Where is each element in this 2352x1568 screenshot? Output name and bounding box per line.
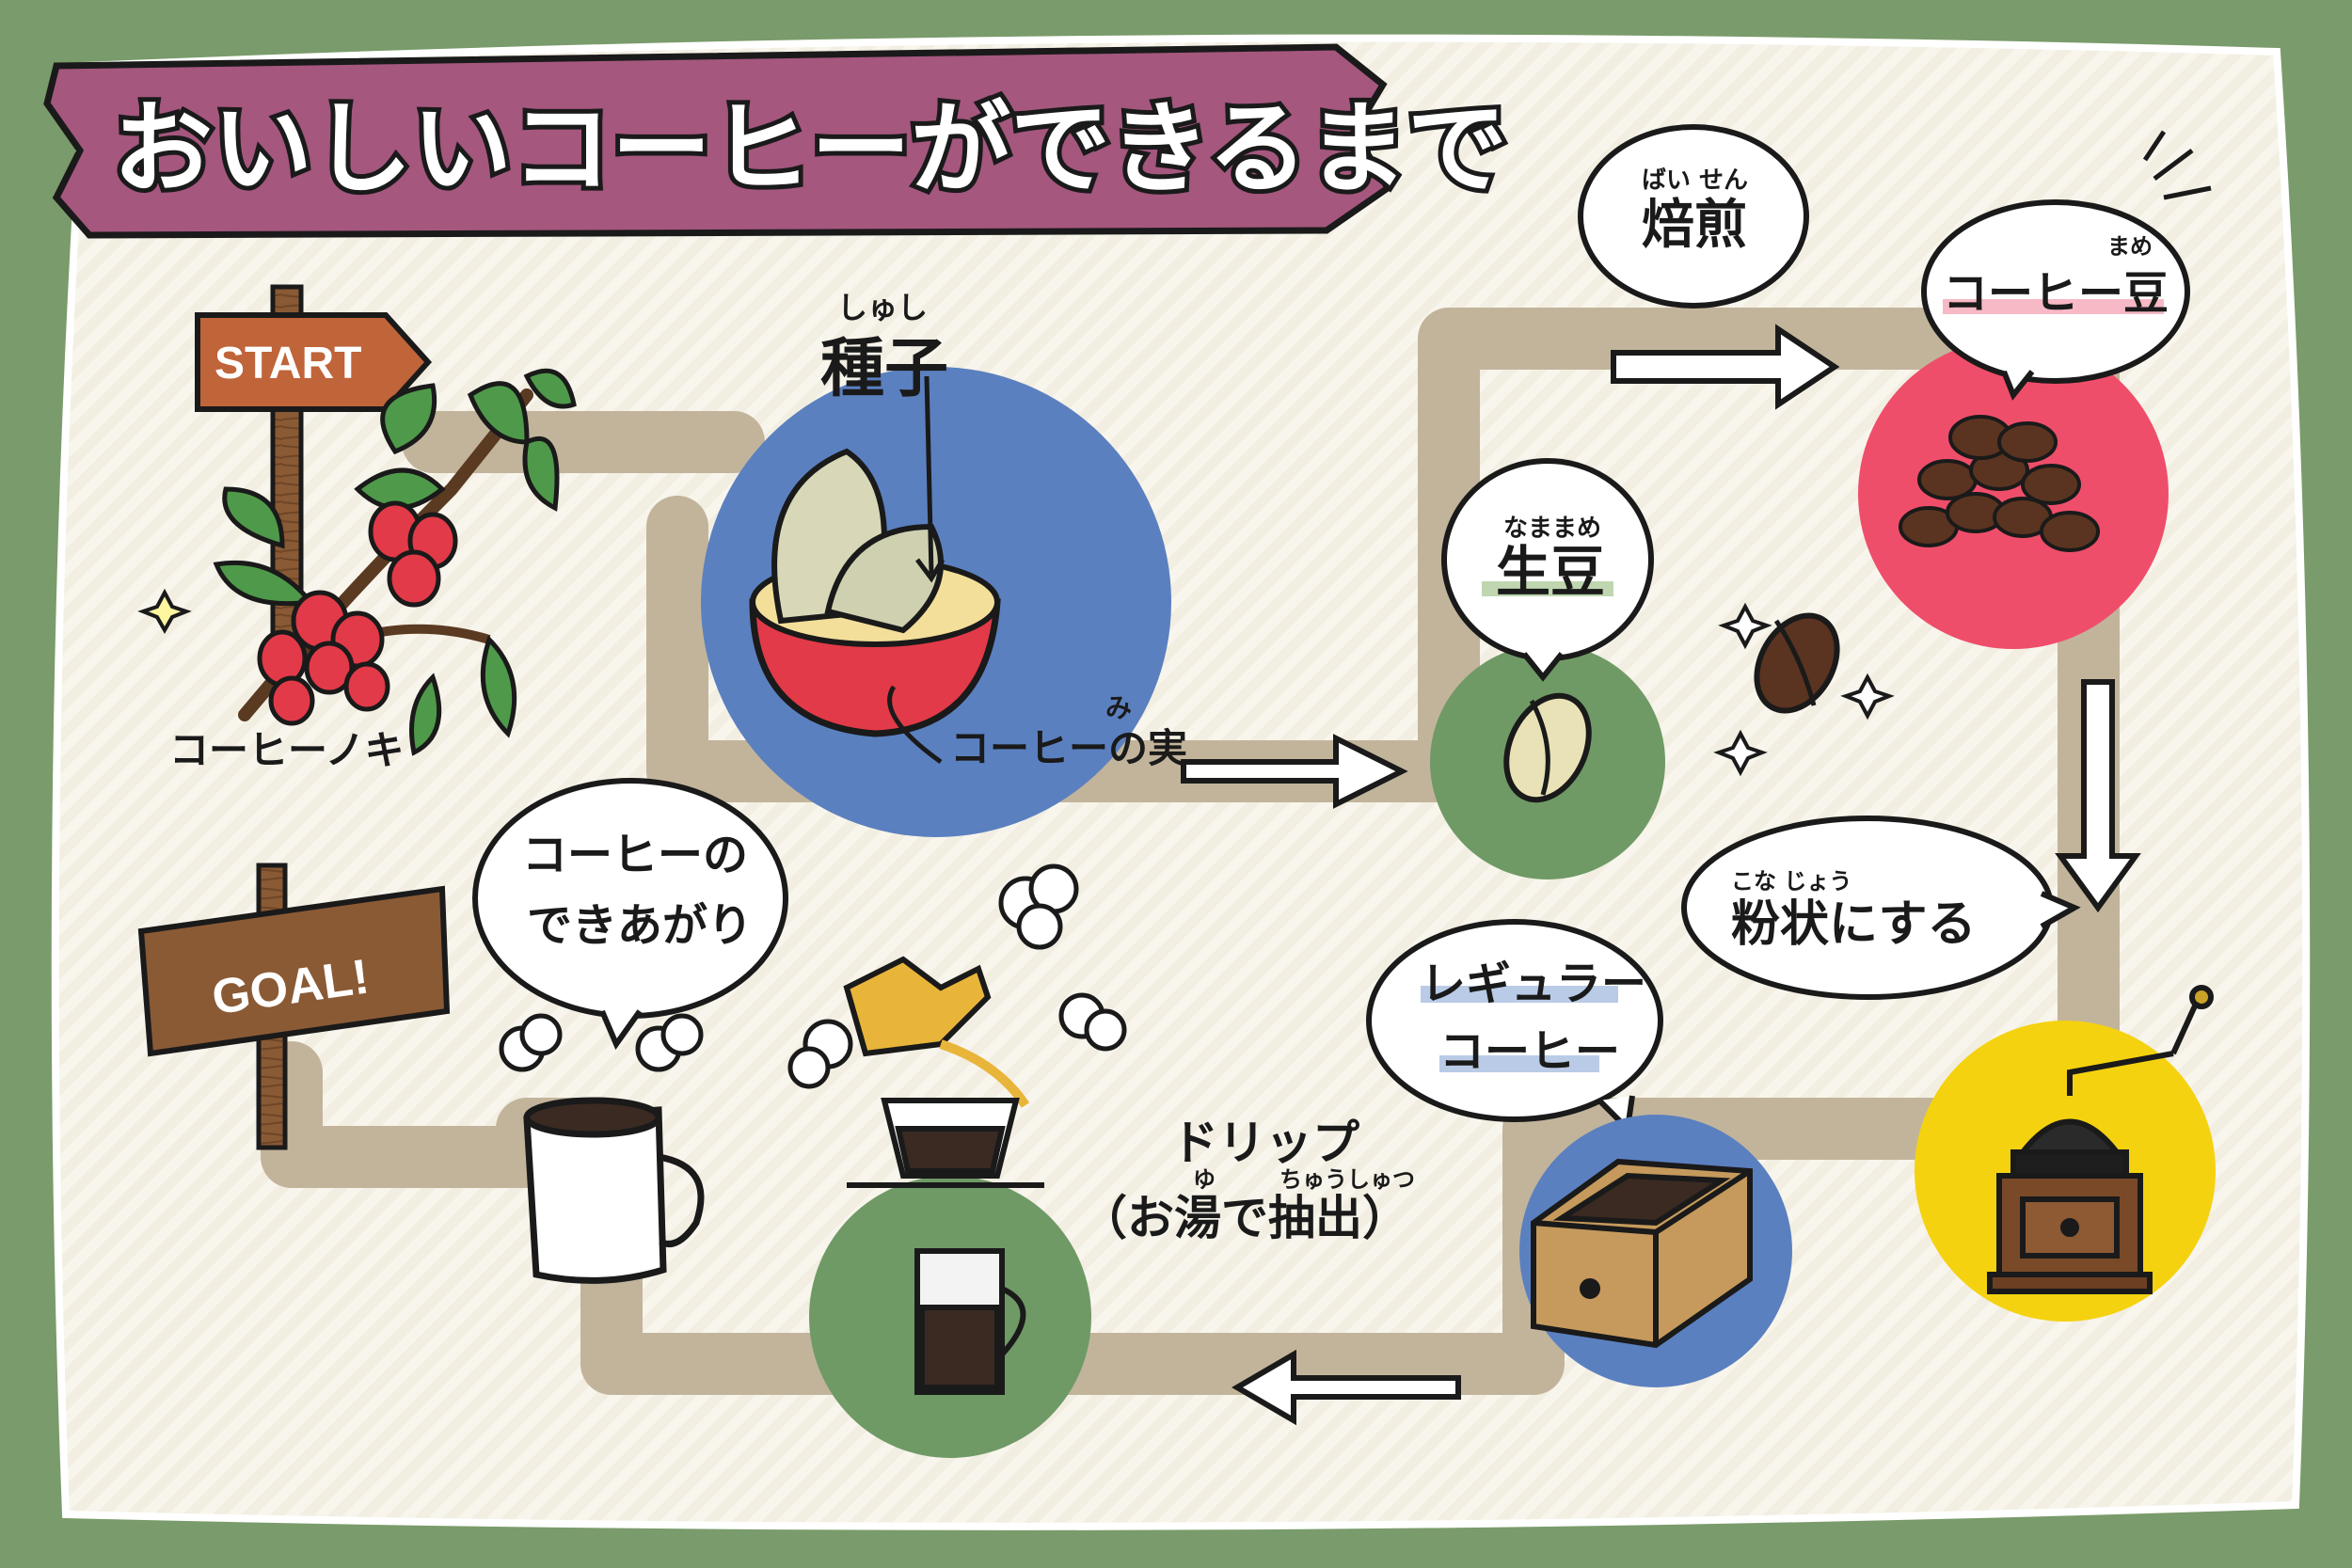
- green-bean-icon: [1503, 692, 1592, 803]
- drip-ruby-1: ゆ: [1193, 1166, 1216, 1193]
- done-label-1: コーヒーの: [522, 829, 748, 881]
- coffee-bean-ruby: まめ: [2107, 233, 2153, 260]
- coffee-tree-label: コーヒーノキ: [169, 727, 404, 773]
- drip-ruby-2: ちゅうしゅつ: [1279, 1166, 1415, 1193]
- roasting-ruby: ばい せん: [1642, 166, 1748, 195]
- coffee-bean-label: コーヒー豆: [1943, 267, 2169, 320]
- page-title: おいしいコーヒーができるまで: [113, 91, 1507, 207]
- coffee-grinder-icon: [1987, 985, 2214, 1294]
- drip-kettle-icon: [843, 956, 1044, 1395]
- regular-coffee-label-2: コーヒー: [1439, 1025, 1620, 1078]
- fruit-pointer: [887, 685, 943, 765]
- start-label: START: [215, 339, 361, 388]
- seed-in-fruit-icon: [749, 375, 1001, 737]
- powder-label: 粉状にする: [1731, 896, 1977, 953]
- done-label-2: できあがり: [527, 899, 753, 952]
- coffee-tree-icon: [137, 368, 577, 756]
- roasted-beans-circle: [1858, 339, 2169, 649]
- steam-icon: [787, 863, 1127, 1089]
- roasting-label: 焙煎: [1642, 195, 1747, 256]
- ground-coffee-box-icon: [1531, 1158, 1753, 1349]
- regular-coffee-label-1: レギュラー: [1421, 958, 1646, 1010]
- coffee-bean-icon: [1754, 612, 1840, 714]
- roasted-beans-icon: [1899, 415, 2100, 552]
- coffee-mug-icon: [523, 1097, 705, 1284]
- fruit-label: コーヒーの実: [950, 725, 1187, 771]
- drip-label-1: ドリップ: [1171, 1116, 1359, 1170]
- green-bean-bubble: なままめ 生豆: [1441, 458, 1654, 682]
- sparkle-icon: [1840, 673, 1895, 721]
- fruit-ruby: み: [1105, 692, 1132, 723]
- seed-label: 種子: [820, 332, 948, 406]
- seed-ruby: しゅし: [837, 290, 928, 325]
- powder-bubble: こな じょう 粉状にする: [1681, 816, 2081, 1000]
- sparkle-icon: [1713, 729, 1768, 777]
- arrow-icon: [1611, 324, 1840, 410]
- arrow-icon: [2055, 679, 2141, 913]
- arrow-icon: [1232, 1349, 1461, 1426]
- steam-icon: [499, 1013, 704, 1072]
- coffee-bean-bubble: まめ コーヒー豆: [1921, 130, 2212, 401]
- sparkle-icon: [1718, 602, 1772, 650]
- powder-ruby: こな じょう: [1731, 868, 1851, 895]
- green-bean-label: 生豆: [1496, 540, 1605, 604]
- arrow-icon: [1181, 734, 1408, 809]
- drip-label-2: （お湯で抽出）: [1080, 1191, 1409, 1245]
- title-banner: おいしいコーヒーができるまで: [43, 43, 1512, 239]
- green-bean-ruby: なままめ: [1503, 515, 1601, 543]
- goal-sign: GOAL!: [137, 863, 451, 1150]
- done-bubble: コーヒーの できあがり: [472, 778, 788, 1051]
- roasting-bubble: ばい せん 焙煎: [1578, 124, 1809, 309]
